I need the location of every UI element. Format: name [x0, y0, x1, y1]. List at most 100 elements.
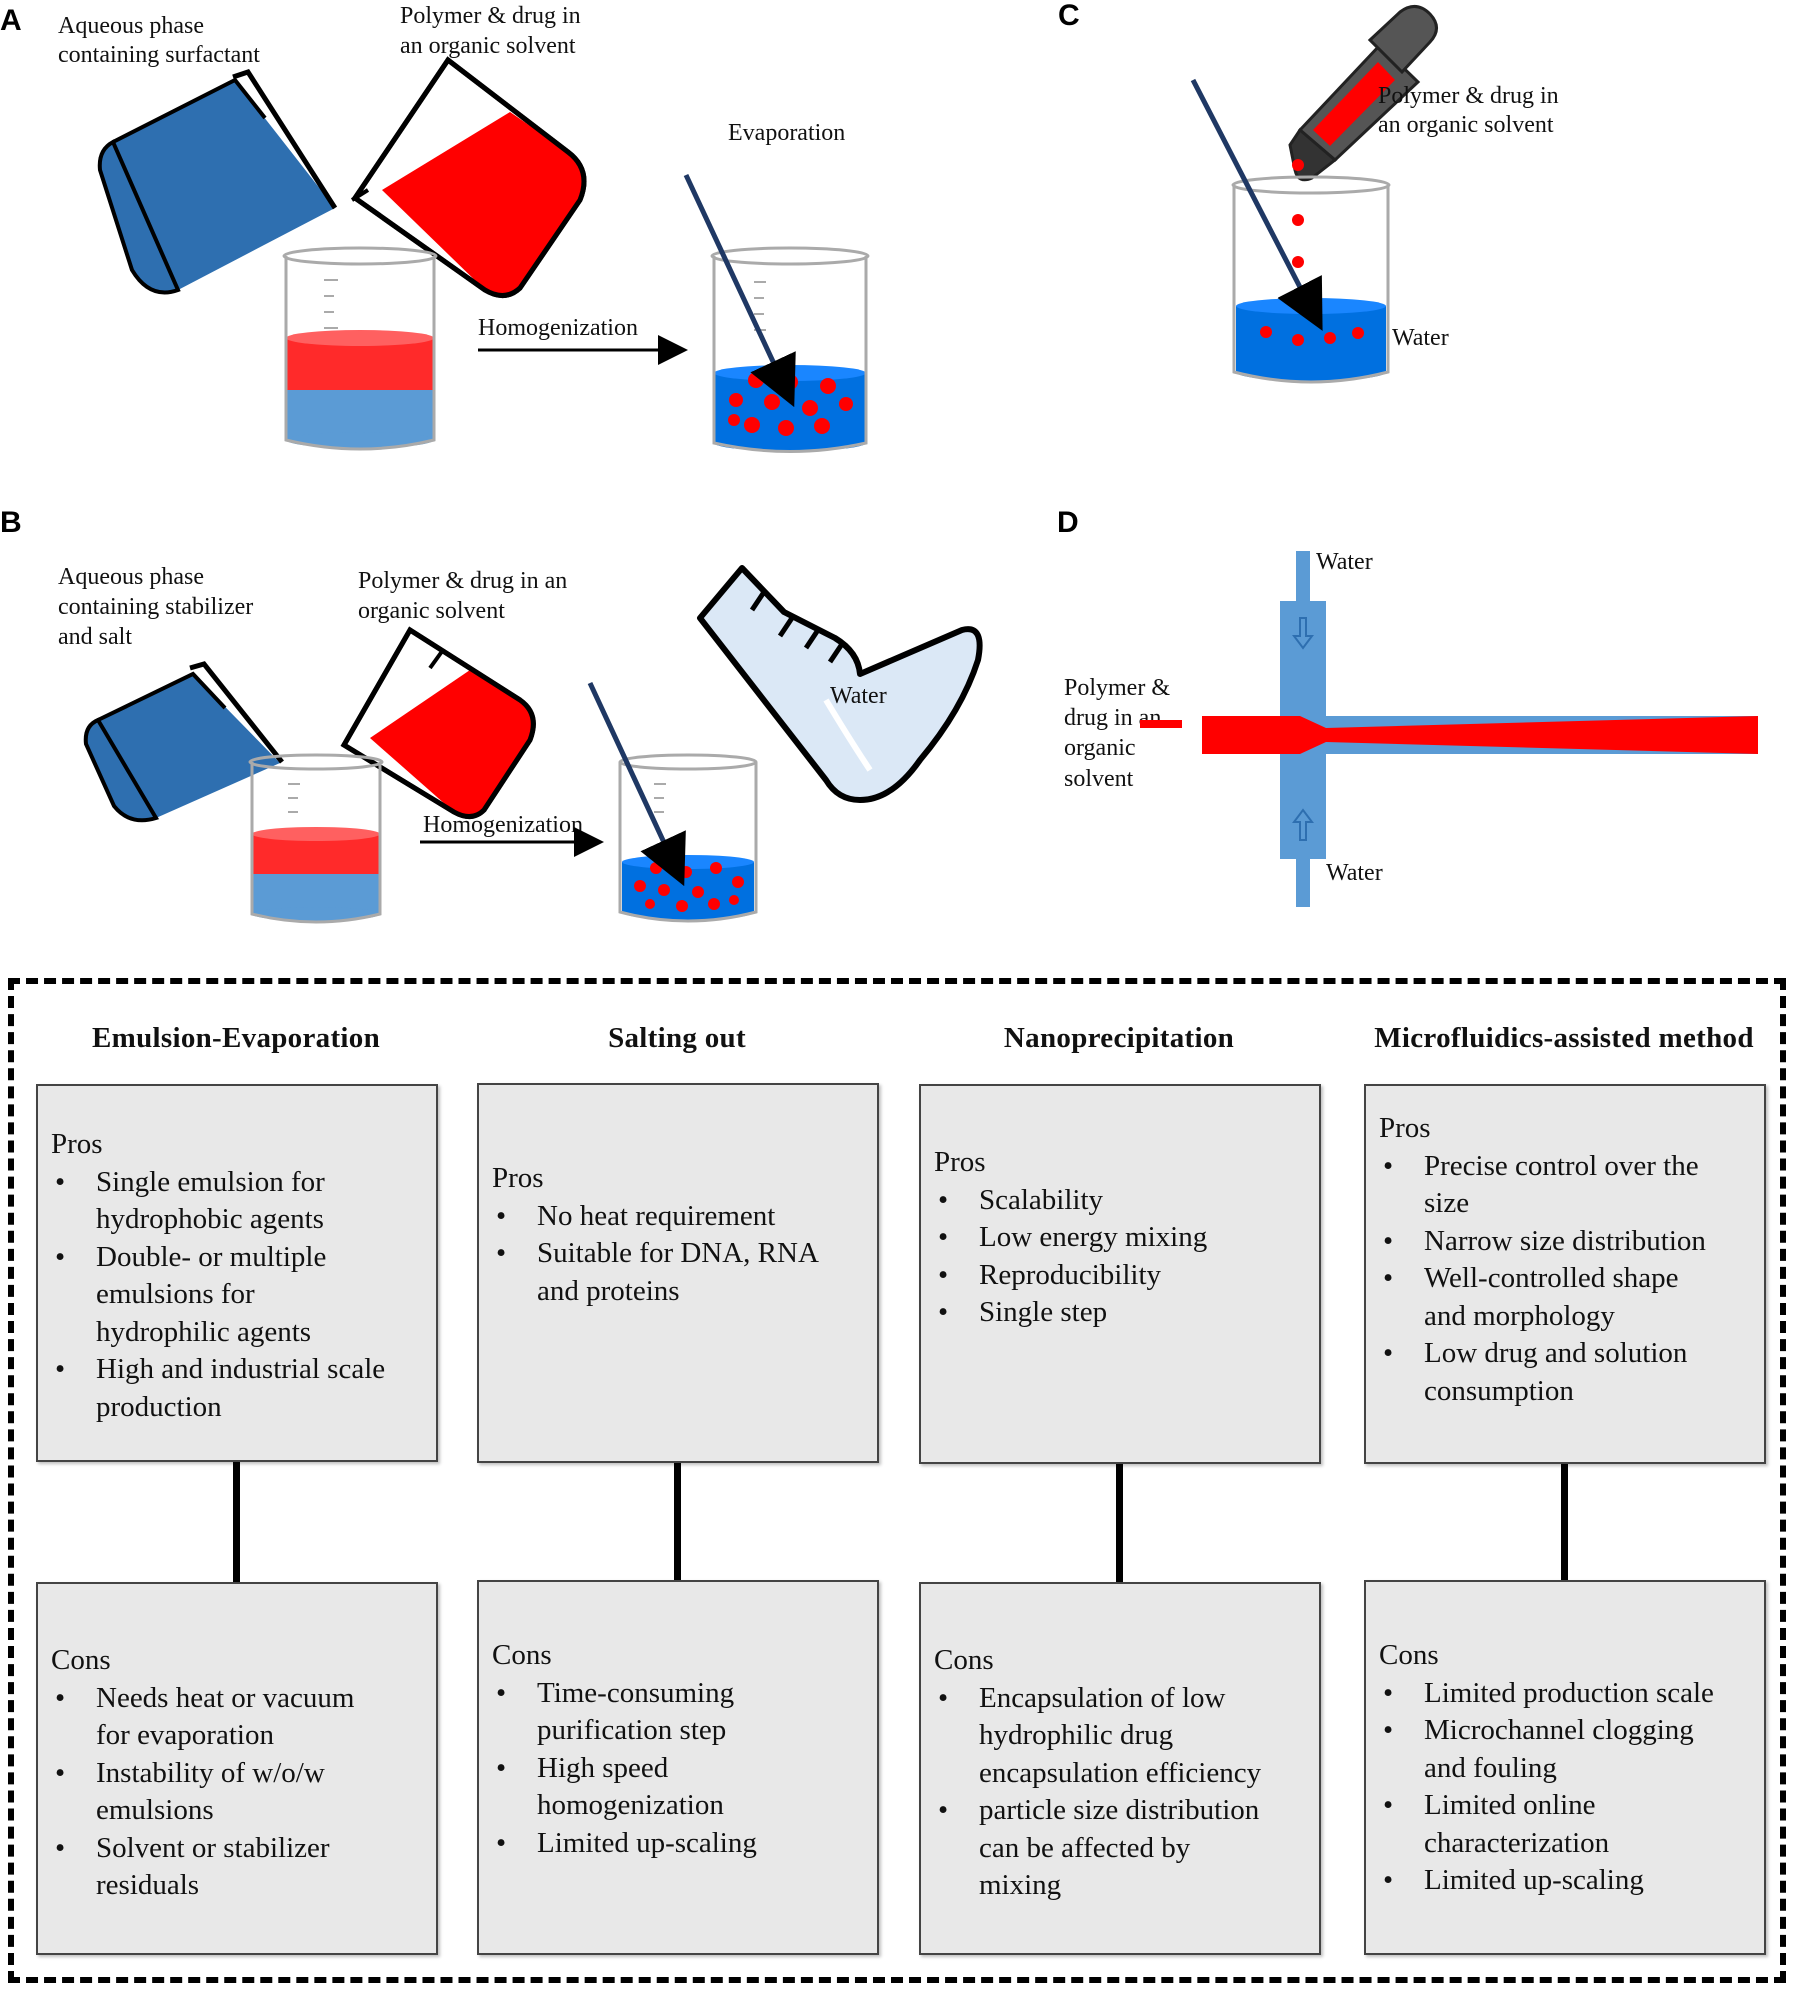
panel-c-organic-label-1: Polymer & drug in — [1378, 83, 1559, 109]
panel-b-aqueous-label-3: and salt — [58, 624, 132, 650]
panel-c: C Polymer & drug in an organic solvent W… — [1058, 0, 1559, 384]
cons-item-line: Solvent or stabilizer — [96, 1831, 330, 1864]
cons-item-line: Needs heat or vacuum — [96, 1681, 355, 1714]
panel-b-organic-label-2: organic solvent — [358, 598, 505, 624]
panel-a-aqueous-jug — [97, 69, 338, 295]
cons-item-line: particle size distribution — [979, 1794, 1260, 1826]
pros-list-item: •Reproducibility — [934, 1257, 1307, 1295]
pros-item-line: emulsions for — [96, 1278, 255, 1310]
pros-heading: Pros — [492, 1162, 544, 1194]
panel-a-organic-label-1: Polymer & drug in — [400, 3, 581, 29]
pros-list-item: •No heat requirement — [492, 1198, 865, 1236]
bullet-icon: • — [55, 1353, 66, 1385]
pros-item-line: hydrophilic agents — [96, 1315, 312, 1348]
panel-d-microfluidic-channel — [1140, 551, 1758, 907]
bullet-icon: • — [496, 1199, 507, 1232]
panel-c-organic-label-2: an organic solvent — [1378, 112, 1554, 138]
pros-item-line: Single step — [979, 1296, 1108, 1328]
pros-item-line: production — [96, 1390, 222, 1423]
bullet-icon: • — [938, 1258, 949, 1291]
bullet-icon: • — [55, 1165, 66, 1198]
pros-item-line: Narrow size distribution — [1424, 1224, 1706, 1257]
panel-d-organic-label-3: organic — [1064, 735, 1136, 761]
pros-list-item: •Scalability — [934, 1182, 1307, 1220]
panel-b-homogenized-beaker — [587, 681, 758, 923]
method-title: Emulsion-Evaporation — [92, 1022, 380, 1054]
panel-b-letter: B — [0, 506, 22, 539]
panel-d-organic-label-4: solvent — [1064, 766, 1134, 792]
pros-list-item: •Low energy mixing — [934, 1219, 1307, 1257]
panel-b-step-label: Homogenization — [423, 812, 583, 838]
bullet-icon: • — [55, 1756, 66, 1789]
pros-item-line: Well-controlled shape — [1424, 1262, 1679, 1294]
cons-item-line: mixing — [979, 1869, 1062, 1901]
bullet-icon: • — [55, 1831, 66, 1864]
bullet-icon: • — [1383, 1262, 1394, 1294]
cons-item-line: Limited online — [1424, 1789, 1596, 1821]
pros-item-line: Precise control over the — [1424, 1149, 1699, 1182]
cons-item-line: Microchannel clogging — [1424, 1714, 1694, 1746]
pros-card: Pros •Scalability•Low energy mixing•Repro… — [919, 1084, 1321, 1464]
panel-b-organic-label-1: Polymer & drug in an — [358, 568, 567, 594]
cons-item-line: Encapsulation of low — [979, 1681, 1226, 1714]
cons-item-line: can be affected by — [979, 1831, 1191, 1864]
pros-item-line: and proteins — [537, 1274, 680, 1307]
bullet-icon: • — [938, 1681, 949, 1714]
cons-item-line: Limited up-scaling — [537, 1826, 757, 1859]
cons-item-line: Limited production scale — [1424, 1676, 1714, 1709]
cons-item-line: Instability of w/o/w — [96, 1756, 325, 1789]
cons-item-line: and fouling — [1424, 1751, 1557, 1784]
bullet-icon: • — [1383, 1789, 1394, 1821]
pros-item-line: Single emulsion for — [96, 1165, 325, 1198]
cons-heading: Cons — [934, 1644, 994, 1676]
pros-list-item: • Single step — [934, 1294, 1307, 1332]
cons-list-item: •Limited up-scaling — [492, 1825, 865, 1863]
bullet-icon: • — [938, 1296, 949, 1328]
panel-a: A Aqueous phase containing surfactant Po… — [0, 3, 870, 453]
method-title: Salting out — [608, 1022, 746, 1054]
panel-d-letter: D — [1057, 506, 1079, 539]
panel-b-water-flask — [697, 565, 983, 803]
cons-item-line: purification step — [537, 1714, 727, 1746]
panel-c-dropper — [1288, 5, 1438, 182]
cons-item-line: homogenization — [537, 1789, 724, 1821]
panel-a-letter: A — [0, 4, 22, 37]
pros-item-line: hydrophobic agents — [96, 1203, 324, 1235]
panel-a-organic-jug — [350, 56, 587, 298]
panel-b-aqueous-jug — [83, 661, 284, 823]
pros-item-line: Low drug and solution — [1424, 1337, 1688, 1369]
pros-cons-connector — [233, 1462, 240, 1582]
panel-a-aqueous-label-1: Aqueous phase — [58, 13, 204, 39]
bullet-icon: • — [55, 1240, 66, 1273]
panel-b: B Aqueous phase containing stabilizer an… — [0, 506, 983, 924]
cons-heading: Cons — [1379, 1639, 1439, 1671]
cons-item-line: Time-consuming — [537, 1676, 735, 1709]
pros-list-item: • Double- or multiple emulsions for hydroph… — [51, 1239, 424, 1352]
cons-heading: Cons — [51, 1644, 111, 1676]
pros-list: •No heat requirement•Suitable for DNA, R… — [492, 1198, 865, 1311]
bullet-icon: • — [1383, 1224, 1394, 1257]
pros-list: •Scalability•Low energy mixing•Reproduci… — [934, 1182, 1307, 1332]
panel-a-aqueous-label-2: containing surfactant — [58, 42, 260, 68]
panel-a-step-label: Homogenization — [478, 315, 638, 341]
pros-item-line: Double- or multiple — [96, 1240, 327, 1273]
cons-item-line: High speed — [537, 1751, 669, 1784]
pros-heading: Pros — [934, 1146, 986, 1178]
panel-c-water-label: Water — [1392, 325, 1449, 351]
